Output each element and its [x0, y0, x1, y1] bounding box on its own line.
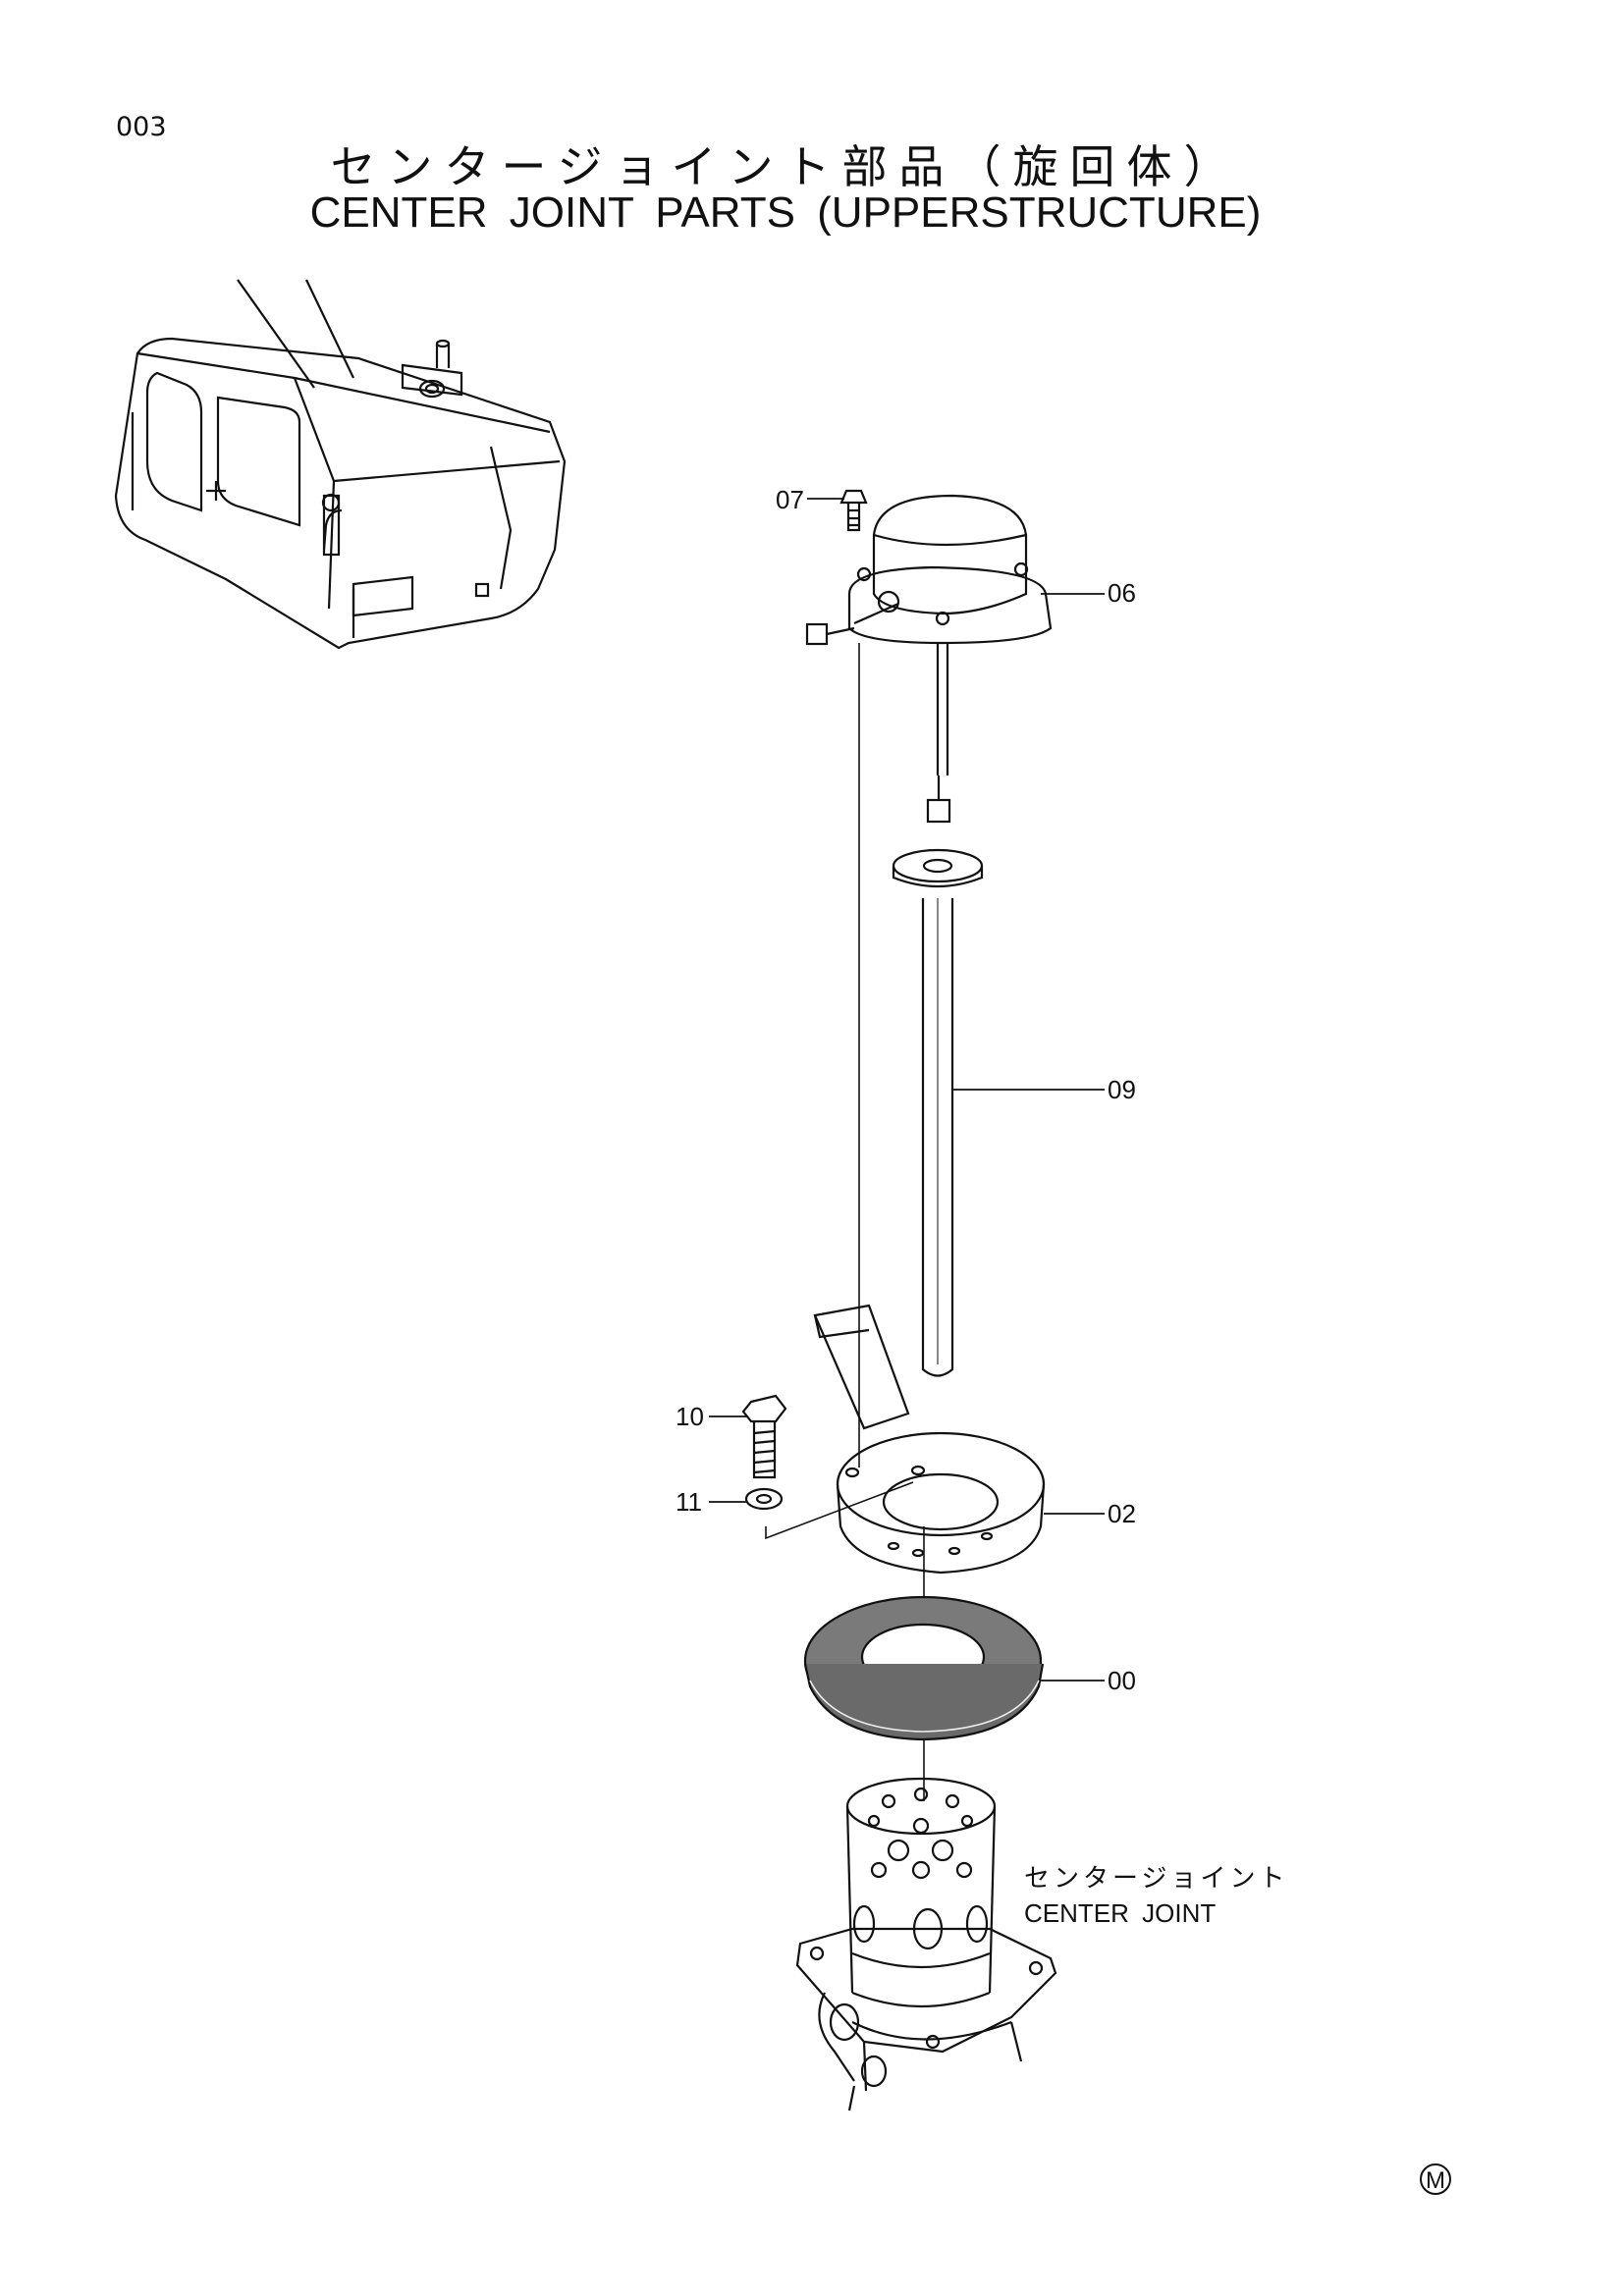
- part-09-pipe: [892, 848, 984, 1377]
- title-japanese: センタージョイント部品（旋回体）: [330, 140, 1241, 193]
- part-02-housing: [836, 1431, 1046, 1575]
- excavator-overview-illustration: [114, 279, 567, 650]
- part-label-09: 09: [1108, 1075, 1136, 1104]
- center-joint-body: [795, 1777, 1057, 2111]
- part-label-06: 06: [1108, 578, 1136, 608]
- part-label-10: 10: [676, 1402, 704, 1431]
- part-label-11: 11: [676, 1487, 702, 1517]
- frame-beam: [813, 1304, 910, 1430]
- part-00-seal: [803, 1595, 1045, 1741]
- part-10-bolt: [741, 1394, 787, 1479]
- center-joint-label-en: CENTER JOINT: [1024, 1898, 1216, 1928]
- leader-lines: [709, 498, 1105, 1682]
- part-label-07: 07: [776, 485, 804, 514]
- center-joint-label-jp: センタージョイント: [1024, 1864, 1288, 1894]
- title-english: CENTER JOINT PARTS (UPPERSTRUCTURE): [309, 188, 1262, 237]
- corner-mark-circle: [1420, 2163, 1451, 2195]
- part-11-washer: [744, 1481, 914, 1540]
- part-label-00: 00: [1108, 1666, 1136, 1695]
- corner-mark: M: [1426, 2167, 1445, 2194]
- part-label-02: 02: [1108, 1499, 1136, 1528]
- page-code: 003: [116, 112, 167, 142]
- part-07-bolt: [839, 489, 868, 532]
- part-06-swivel-cover: [805, 494, 1053, 824]
